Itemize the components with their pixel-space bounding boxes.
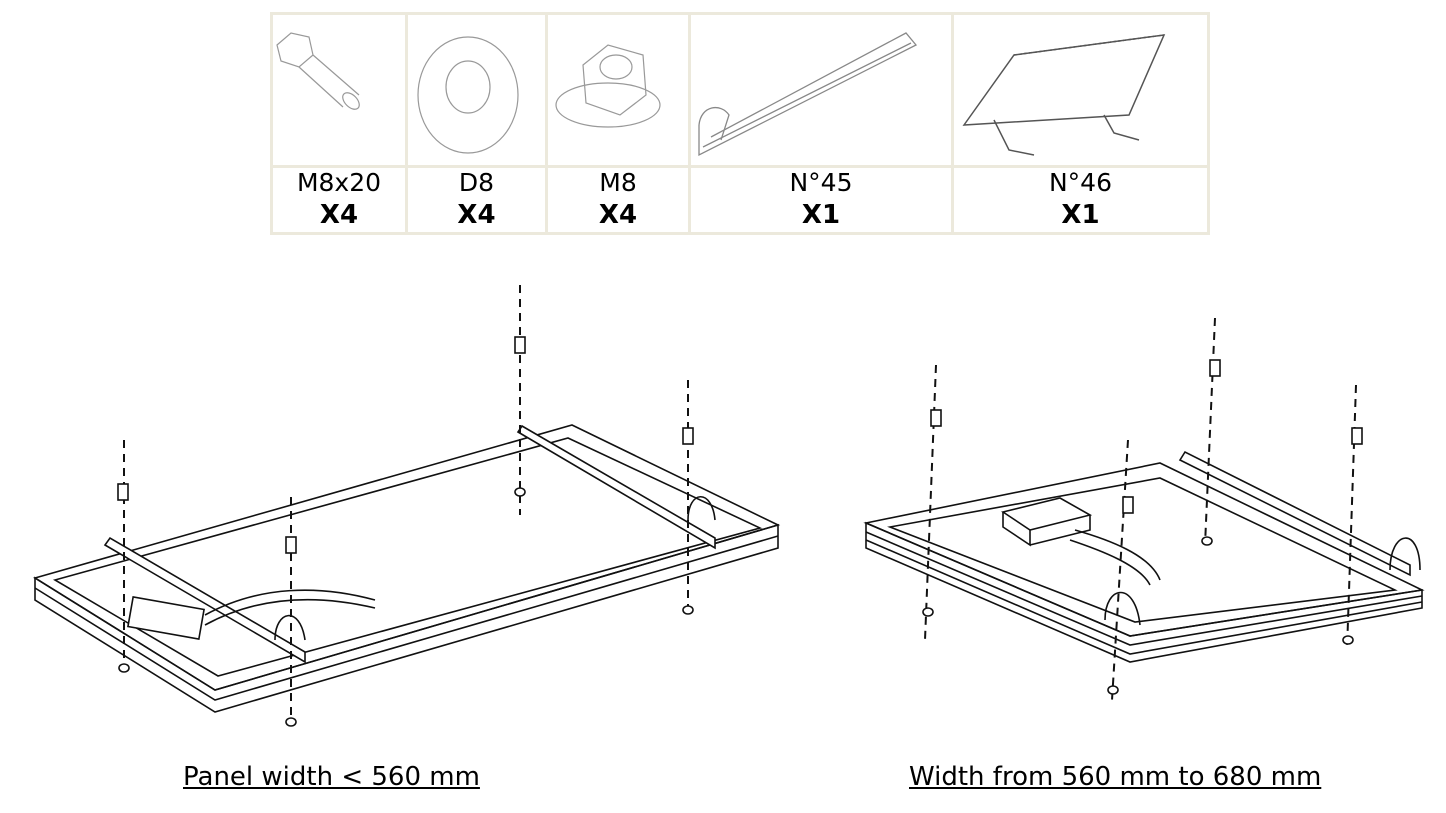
nut-icon: [555, 44, 661, 128]
part-qty: X4: [598, 200, 638, 230]
part-label: N°46: [1048, 168, 1112, 197]
left-panel-assembly: [33, 285, 781, 727]
washer-icon: [417, 36, 519, 154]
bolt-icon: [276, 32, 360, 110]
rail-icon: [698, 32, 918, 157]
bracket-frame-icon: [962, 34, 1166, 156]
caption-wide-panel: Width from 560 mm to 680 mm: [909, 762, 1322, 792]
part-cell-nut: [545, 12, 691, 168]
part-label: D8: [458, 168, 495, 197]
part-cell-washer: [405, 12, 548, 168]
right-panel-assembly: [863, 317, 1425, 701]
part-qty: X1: [1061, 200, 1100, 230]
part-cell-bolt: [270, 12, 408, 168]
part-label: M8: [599, 168, 637, 197]
part-cell-rail: [688, 12, 954, 168]
caption-narrow-panel: Panel width < 560 mm: [183, 762, 480, 792]
part-label: M8x20: [296, 168, 382, 197]
part-label: N°45: [789, 168, 853, 197]
part-cell-bracket: [951, 12, 1210, 168]
parts-images-row: [270, 12, 1210, 168]
part-qty: X1: [801, 200, 841, 230]
part-qty: X4: [457, 200, 496, 230]
part-qty: X4: [319, 200, 359, 230]
